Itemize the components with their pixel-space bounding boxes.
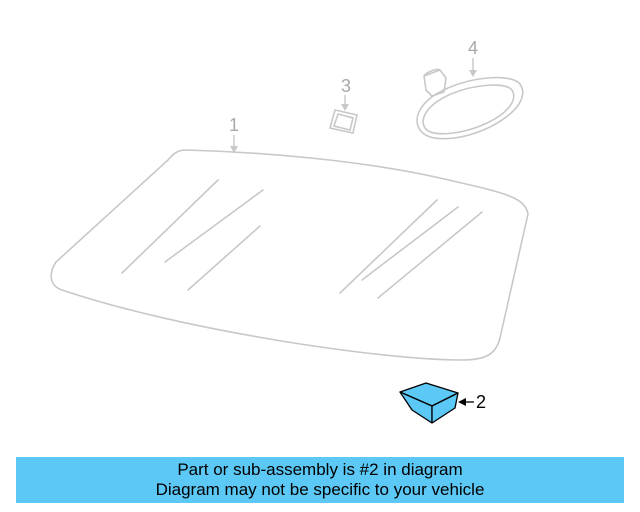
- mirror-part[interactable]: [416, 68, 524, 140]
- windshield-glare-line: [377, 211, 483, 299]
- windshield-glare-line: [339, 199, 438, 294]
- mirror-body: [416, 76, 524, 140]
- windshield-outline: [50, 149, 529, 361]
- windshield-glare-line: [121, 179, 219, 274]
- banner-line-part-number: Part or sub-assembly is #2 in diagram: [177, 460, 463, 479]
- callout-3: [341, 95, 349, 111]
- mirror-glass: [422, 84, 515, 135]
- callout-label-3: 3: [341, 76, 351, 96]
- callout-label-2: 2: [476, 392, 486, 412]
- callout-label-4: 4: [468, 38, 478, 58]
- sensor-pad-part[interactable]: [329, 109, 358, 134]
- callout-1: [230, 135, 238, 153]
- callout-label-1: 1: [229, 115, 239, 135]
- sensor-pad-outer: [329, 109, 358, 134]
- windshield-glare-line: [164, 189, 264, 263]
- callout-2: [458, 398, 474, 406]
- info-banner: Part or sub-assembly is #2 in diagram Di…: [16, 457, 624, 503]
- callout-4: [469, 58, 477, 77]
- mirror-mount: [423, 69, 447, 97]
- bracket-part[interactable]: [399, 382, 459, 424]
- bracket-side-face: [431, 392, 459, 424]
- banner-line-disclaimer: Diagram may not be specific to your vehi…: [155, 480, 485, 499]
- mirror-mount-top: [423, 68, 441, 77]
- windshield-glare-line: [187, 225, 261, 291]
- sensor-pad-inner: [332, 113, 354, 131]
- windshield-glare-line: [361, 206, 459, 281]
- parts-diagram: 1 3 4 2: [50, 38, 529, 424]
- windshield-part[interactable]: [50, 149, 529, 361]
